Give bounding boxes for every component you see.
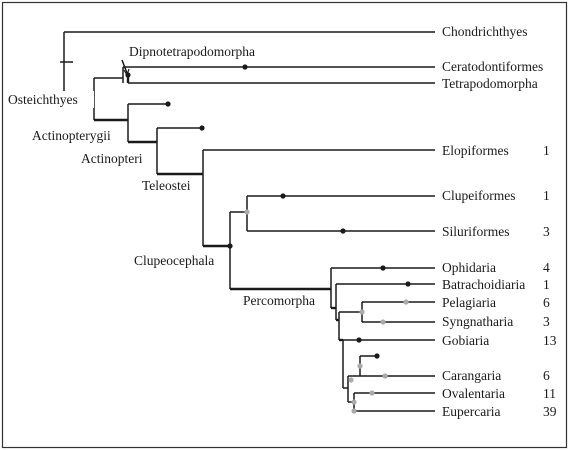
clade-label-clupeocephala: Clupeocephala bbox=[134, 253, 214, 268]
taxon-count: 39 bbox=[543, 404, 557, 419]
clade-label-actinopteri: Actinopteri bbox=[81, 151, 143, 166]
taxon-count: 3 bbox=[543, 224, 550, 239]
node-black bbox=[405, 281, 411, 287]
node-gray bbox=[351, 408, 357, 414]
node-black bbox=[199, 125, 205, 131]
taxon-label: Gobiaria bbox=[442, 333, 489, 348]
node-gray bbox=[357, 363, 363, 369]
taxon-label: Ceratodontiformes bbox=[442, 59, 543, 74]
node-gray bbox=[382, 373, 388, 379]
tree-nodes bbox=[125, 64, 411, 414]
node-black bbox=[125, 72, 131, 78]
taxon-count: 1 bbox=[543, 143, 550, 158]
clade-label-osteichthyes: Osteichthyes bbox=[8, 92, 78, 107]
taxon-label: Ophidaria bbox=[442, 260, 496, 275]
clade-label-teleostei: Teleostei bbox=[142, 178, 191, 193]
node-gray bbox=[369, 390, 375, 396]
clade-labels: Osteichthyes Dipnotetrapodomorpha Actino… bbox=[6, 43, 327, 308]
taxon-label: Batrachoidiaria bbox=[442, 277, 525, 292]
taxon-label: Carangaria bbox=[442, 368, 501, 383]
taxon-label: Pelagiaria bbox=[442, 295, 496, 310]
node-black bbox=[242, 64, 248, 70]
node-black bbox=[380, 265, 386, 271]
taxon-label: Syngnatharia bbox=[442, 314, 513, 329]
taxon-count: 11 bbox=[543, 386, 556, 401]
taxon-label: Siluriformes bbox=[442, 224, 510, 239]
clade-label-actinopterygii: Actinopterygii bbox=[32, 128, 111, 143]
node-gray bbox=[244, 209, 250, 215]
node-black bbox=[356, 337, 362, 343]
taxon-label: Ovalentaria bbox=[442, 386, 505, 401]
node-gray bbox=[380, 319, 386, 325]
taxon-count: 13 bbox=[543, 333, 557, 348]
node-gray bbox=[351, 399, 357, 405]
taxon-label: Clupeiformes bbox=[442, 188, 516, 203]
clade-label-dipnotetrapodomorpha: Dipnotetrapodomorpha bbox=[129, 44, 255, 59]
taxon-label: Eupercaria bbox=[442, 404, 500, 419]
node-black bbox=[165, 101, 171, 107]
taxon-label: Chondrichthyes bbox=[442, 24, 528, 39]
node-black bbox=[227, 243, 233, 249]
taxon-count: 4 bbox=[543, 260, 550, 275]
clade-label-percomorpha: Percomorpha bbox=[243, 293, 315, 308]
taxon-count: 6 bbox=[543, 368, 550, 383]
taxon-labels: Chondrichthyes Ceratodontiformes Tetrapo… bbox=[442, 24, 543, 419]
taxon-count: 3 bbox=[543, 314, 550, 329]
taxon-label: Tetrapodomorpha bbox=[442, 76, 538, 91]
taxon-count: 1 bbox=[543, 188, 550, 203]
node-gray bbox=[403, 299, 409, 305]
node-black bbox=[374, 353, 380, 359]
taxon-label: Elopiformes bbox=[442, 143, 509, 158]
taxon-count: 1 bbox=[543, 277, 550, 292]
node-gray bbox=[359, 309, 365, 315]
node-gray bbox=[348, 377, 354, 383]
count-labels: 1 1 3 4 1 6 3 13 6 11 39 bbox=[543, 143, 557, 419]
node-black bbox=[280, 193, 286, 199]
node-black bbox=[340, 228, 346, 234]
taxon-count: 6 bbox=[543, 295, 550, 310]
